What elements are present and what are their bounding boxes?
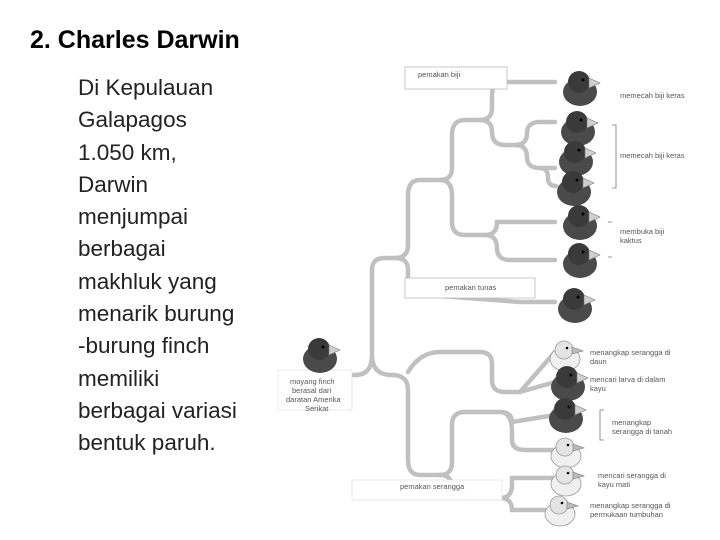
beak-label-catch-insects-plant-surface: menangkap serangga di permukaan tumbuhan [590,501,673,519]
sharp-beaked-finch-icon [556,170,595,207]
body-line: -burung finch [78,333,210,359]
beak-label-catch-insects-ground: menangkap serangga di tanah [612,418,672,436]
small-tree-finch-icon [550,437,585,469]
beak-label-crush-large-seeds: memecah biji keras [620,91,685,100]
insect-eaters-label: pemakan serangga [400,482,465,491]
body-line: 1.050 km, [78,139,177,165]
ancestor-finch-icon [302,337,341,374]
body-line: memiliki [78,365,160,391]
large-tree-finch-icon [544,495,579,527]
bracket-insect-catchers [599,409,604,441]
insect-eaters-label-box [351,479,503,501]
ancestor-label: moyang finch berasal dari daratan Amerik… [286,377,343,413]
phylogenetic-tree-lines [340,79,559,513]
body-line: berbagai variasi [78,397,237,423]
body-text: Di Kepulauan Galapagos 1.050 km, Darwin … [78,72,283,460]
body-line: makhluk yang [78,268,217,294]
beak-label-open-cactus: membuka biji kaktus [620,227,666,245]
seed-eaters-label: pemakan biji [418,70,460,79]
beak-label-find-larvae-wood: mencari larva di dalam kayu [590,375,668,393]
body-line: bentuk paruh. [78,430,216,456]
large-cactus-finch-icon [562,204,601,241]
cactus-finch-icon [562,242,601,279]
medium-ground-finch-icon [560,110,599,147]
beak-label-catch-insects-leaves: menangkap serangga di daun [590,348,673,366]
body-line: Darwin [78,171,149,197]
bud-eaters-label: pemakan tunas [445,283,497,292]
bracket-seed-crushers [612,124,617,189]
warbler-finch-icon [550,465,585,497]
bracket-cactus [608,221,612,258]
large-ground-finch-icon [562,70,601,107]
body-line: berbagai [78,236,166,262]
slide-title: 2. Charles Darwin [30,26,240,54]
body-line: Galapagos [78,107,187,133]
vegetarian-finch-icon [557,287,596,324]
body-line: menjumpai [78,204,189,230]
body-line: menarik burung [78,301,235,327]
beak-label-crush-seeds: memecah biji keras [620,151,685,160]
woodpecker-finch-icon [550,365,589,402]
body-line: Di Kepulauan [78,75,214,100]
beak-label-find-insects-dead-wood: mencari serangga di kayu mati [598,471,668,489]
seed-eaters-label-box [404,66,508,90]
small-ground-finch-icon [558,140,597,177]
ancestor-label-box [277,369,353,411]
mangrove-finch-icon [548,397,587,434]
bud-eaters-label-box [404,277,536,299]
